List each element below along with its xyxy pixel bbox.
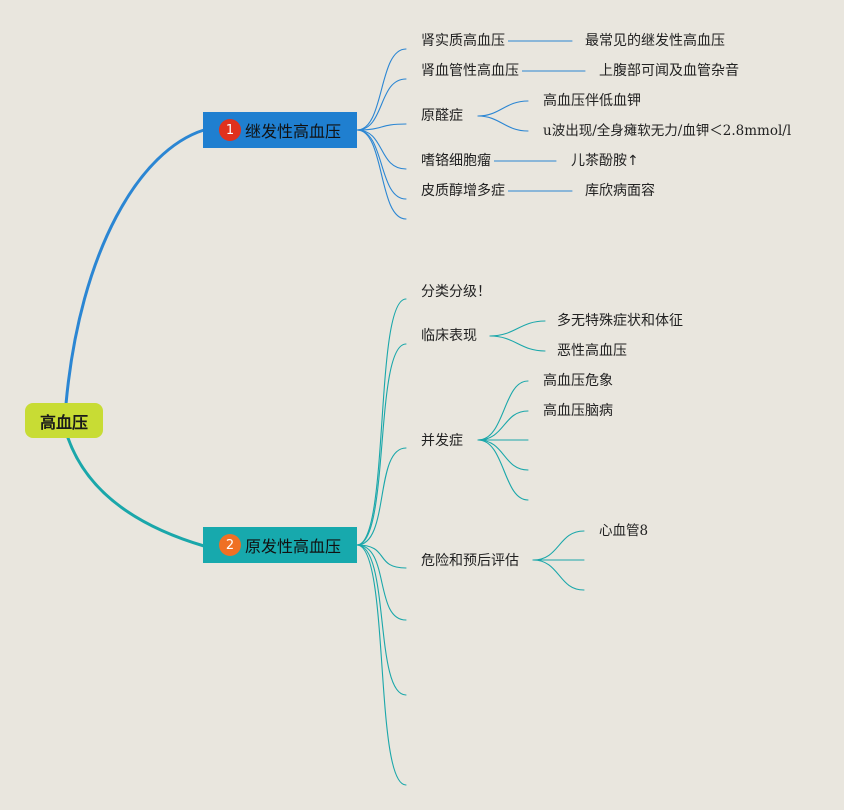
aldosteronism-fork-line-1: [477, 115, 529, 132]
complications-fork-line-0: [477, 380, 529, 441]
branch-1-fan-line-2: [356, 123, 407, 131]
branch-secondary-hypertension[interactable]: 1 继发性高血压: [203, 112, 357, 148]
subtopic-u-wave[interactable]: u波出现/全身瘫软无力/血钾＜2.8mmol/l: [540, 123, 795, 139]
root-to-branch-2-line: [66, 436, 206, 548]
topic-pheochromocytoma[interactable]: 嗜铬细胞瘤: [418, 153, 494, 169]
branch-2-fan-line-6: [356, 544, 407, 786]
complications-fork-line-1: [477, 410, 529, 441]
branch-2-fan-line-2: [356, 447, 407, 546]
branch-2-fan-line-0: [356, 298, 407, 546]
aldosteronism-fork-line-0: [477, 100, 529, 117]
branch-label: 继发性高血压: [245, 122, 342, 141]
subtopic-cushing-face[interactable]: 库欣病面容: [582, 183, 658, 199]
branch-2-fan-line-5: [356, 544, 407, 696]
branch-1-fan-line-5: [356, 129, 407, 220]
priority-1-badge-icon: 1: [219, 119, 241, 141]
subtopic-cardiovascular[interactable]: 心血管8: [596, 523, 652, 539]
root-label: 高血压: [39, 412, 88, 432]
branch-2-fan-line-1: [356, 343, 407, 546]
risk-fork-line-0: [532, 530, 585, 561]
topic-primary-aldosteronism[interactable]: 原醛症: [418, 108, 466, 124]
subtopic-hypertensive-crisis[interactable]: 高血压危象: [540, 373, 616, 389]
subtopic-malignant-hypertension[interactable]: 恶性高血压: [554, 343, 630, 359]
root-to-branch-1-line: [64, 128, 206, 406]
subtopic-most-common[interactable]: 最常见的继发性高血压: [582, 33, 728, 49]
branch-2-fan-line-3: [356, 544, 407, 569]
topic-cushing[interactable]: 皮质醇增多症: [418, 183, 508, 199]
topic-risk-assessment[interactable]: 危险和预后评估: [418, 553, 522, 569]
branch-label: 原发性高血压: [245, 537, 342, 556]
clinical-fork-line-0: [489, 320, 546, 337]
branch-1-fan-line-3: [356, 129, 407, 170]
topic-classification[interactable]: 分类分级！: [418, 284, 494, 300]
risk-fork-line-2: [532, 559, 585, 591]
subtopic-catecholamine[interactable]: 儿茶酚胺↑: [568, 153, 642, 169]
branch-1-fan-line-0: [356, 48, 407, 131]
topic-complications[interactable]: 并发症: [418, 433, 466, 449]
branch-1-fan-line-4: [356, 129, 407, 200]
topic-renovascular[interactable]: 肾血管性高血压: [418, 63, 522, 79]
branch-2-fan-line-4: [356, 544, 407, 621]
root-node[interactable]: 高血压: [25, 403, 103, 438]
branch-1-fan-line-1: [356, 78, 407, 131]
subtopic-no-special-symptoms[interactable]: 多无特殊症状和体征: [554, 313, 686, 329]
subtopic-hypertensive-encephalopathy[interactable]: 高血压脑病: [540, 403, 616, 419]
clinical-fork-line-1: [489, 335, 546, 352]
subtopic-hypokalemia[interactable]: 高血压伴低血钾: [540, 93, 644, 109]
branch-primary-hypertension[interactable]: 2 原发性高血压: [203, 527, 357, 563]
topic-renal-parenchymal[interactable]: 肾实质高血压: [418, 33, 508, 49]
complications-fork-line-4: [477, 439, 529, 501]
complications-fork-line-3: [477, 439, 529, 471]
subtopic-abdominal-bruit[interactable]: 上腹部可闻及血管杂音: [596, 63, 742, 79]
priority-2-badge-icon: 2: [219, 534, 241, 556]
topic-clinical-manifestation[interactable]: 临床表现: [418, 328, 480, 344]
